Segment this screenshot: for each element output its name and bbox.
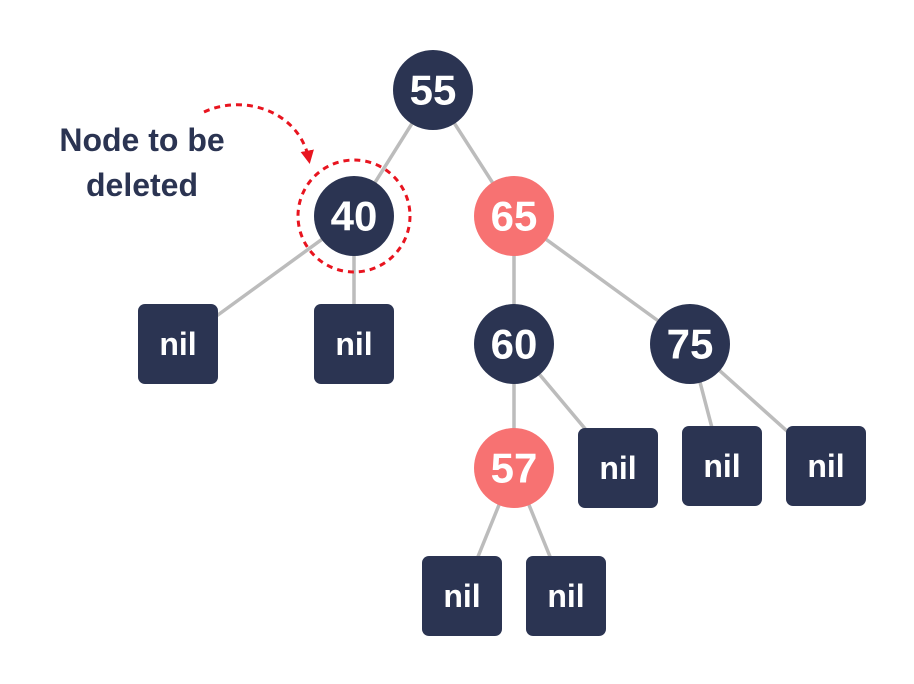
annotation-text-line-2: deleted (86, 167, 198, 203)
nil-leaf-75-right: nil (786, 426, 866, 506)
nil-leaf-40-right-label: nil (335, 326, 372, 362)
tree-node-65-circle (474, 176, 554, 256)
tree-node-40-label: 40 (331, 193, 378, 240)
annotation-text-line-1: Node to be (59, 122, 224, 158)
tree-node-60-circle (474, 304, 554, 384)
tree-node-60-label: 60 (491, 321, 538, 368)
nil-leaf-40-right: nil (314, 304, 394, 384)
tree-node-55: 55 (393, 50, 473, 130)
tree-node-55-label: 55 (410, 67, 457, 114)
tree-node-57-label: 57 (491, 445, 538, 492)
nil-leaf-75-right-label: nil (807, 448, 844, 484)
tree-node-75-label: 75 (667, 321, 714, 368)
tree-node-75: 75 (650, 304, 730, 384)
nil-leaf-75-left: nil (682, 426, 762, 506)
nil-leaf-57-left: nil (422, 556, 502, 636)
nil-leaf-57-right-box (526, 556, 606, 636)
nil-leaf-60-right-box (578, 428, 658, 508)
nil-leaf-40-right-box (314, 304, 394, 384)
tree-node-57: 57 (474, 428, 554, 508)
nil-leaf-40-left: nil (138, 304, 218, 384)
nil-leaf-60-right: nil (578, 428, 658, 508)
nil-leaf-40-left-label: nil (159, 326, 196, 362)
nil-leaf-40-left-box (138, 304, 218, 384)
tree-node-40: 40 (314, 176, 394, 256)
nil-leaf-57-right-label: nil (547, 578, 584, 614)
annotation-arrow (203, 103, 314, 164)
deletion-highlight-circle (296, 158, 412, 274)
nil-leaf-57-left-box (422, 556, 502, 636)
tree-node-40-circle (314, 176, 394, 256)
nil-leaf-60-right-label: nil (599, 450, 636, 486)
nil-leaf-75-left-box (682, 426, 762, 506)
nil-leaf-57-left-label: nil (443, 578, 480, 614)
tree-node-55-circle (393, 50, 473, 130)
tree-node-65: 65 (474, 176, 554, 256)
tree-node-65-label: 65 (491, 193, 538, 240)
tree-node-60: 60 (474, 304, 554, 384)
tree-node-57-circle (474, 428, 554, 508)
nil-leaf-75-right-box (786, 426, 866, 506)
nil-leaf-75-left-label: nil (703, 448, 740, 484)
nil-leaf-57-right: nil (526, 556, 606, 636)
tree-node-75-circle (650, 304, 730, 384)
